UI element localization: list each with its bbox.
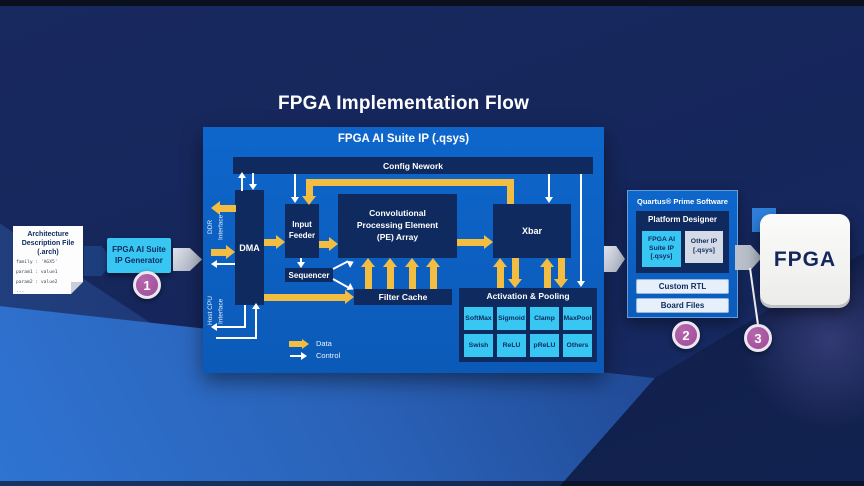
dma-block: DMA <box>235 190 264 305</box>
xbar-label: Xbar <box>521 226 542 236</box>
top-strip <box>0 0 864 6</box>
dma-label: DMA <box>239 242 260 253</box>
data-arrow-icon <box>289 341 302 347</box>
step-badge-1: 1 <box>133 271 161 299</box>
flow-arrow-icon <box>604 246 625 272</box>
activation-cell: Swish <box>464 334 493 357</box>
flow-arrow-icon <box>173 248 202 271</box>
activation-pooling-grid: SoftMax Sigmoid Clamp MaxPool Swish ReLU… <box>464 307 592 357</box>
sequencer-label: Sequencer <box>288 270 330 280</box>
tile-label: Suite IP <box>649 244 674 252</box>
filter-cache-block: Filter Cache <box>354 289 452 305</box>
activation-pooling-block: Activation & Pooling SoftMax Sigmoid Cla… <box>459 288 597 362</box>
legend-data-label: Data <box>316 339 332 348</box>
card-title-line: Architecture <box>27 231 69 238</box>
card-code-line: family : 'AGX5' <box>16 260 58 266</box>
flow-arrow-icon <box>735 245 762 270</box>
tile-label: FPGA AI <box>647 235 676 243</box>
host-cpu-interface-label: Host CPU Interface <box>207 296 225 326</box>
step-number: 2 <box>682 327 690 343</box>
step-badge-2: 2 <box>672 321 700 349</box>
step-number: 1 <box>143 277 151 293</box>
tile-label: [.qsys] <box>650 253 673 261</box>
tile-label: [.qsys] <box>693 247 715 254</box>
input-feeder-block: Input Feeder <box>285 204 319 258</box>
platform-designer-label: Platform Designer <box>648 215 717 224</box>
board-files-bar: Board Files <box>636 298 729 313</box>
legend-control-label: Control <box>316 351 341 360</box>
card-code-line: param2 : value2 <box>16 279 58 285</box>
suite-ip-header: FPGA AI Suite IP (.qsys) <box>337 133 470 145</box>
config-network-bar: Config Nework <box>233 157 593 174</box>
page-title: FPGA Implementation Flow <box>277 93 530 114</box>
card-code-line: ... <box>16 289 25 295</box>
activation-cell: ReLU <box>497 334 526 357</box>
card-code-line: param1 : value1 <box>16 269 58 275</box>
architecture-description-card: Architecture Description File (.arch) fa… <box>13 226 83 294</box>
bottom-strip <box>0 481 864 486</box>
other-ip-tile: Other IP [.qsys] <box>685 231 723 263</box>
activation-cell: Sigmoid <box>497 307 526 330</box>
activation-cell: MaxPool <box>563 307 592 330</box>
board-files-label: Board Files <box>660 301 705 310</box>
activation-cell: pReLU <box>530 334 559 357</box>
card-title-line: Description File <box>21 240 75 248</box>
custom-rtl-bar: Custom RTL <box>636 279 729 294</box>
platform-designer-box: Platform Designer FPGA AI Suite IP [.qsy… <box>636 211 729 273</box>
pe-array-label: (PE) Array <box>376 231 419 242</box>
pe-array-label: Convolutional <box>369 208 426 219</box>
activation-pooling-header: Activation & Pooling <box>486 291 570 301</box>
fpga-ai-suite-ip-tile: FPGA AI Suite IP [.qsys] <box>642 231 681 267</box>
control-arrow-icon <box>290 355 302 357</box>
fpga-chip-label: FPGA <box>773 247 837 271</box>
pe-array-label: Processing Element <box>356 220 439 231</box>
activation-cell: SoftMax <box>464 307 493 330</box>
pe-array-block: Convolutional Processing Element (PE) Ar… <box>338 194 457 258</box>
filter-cache-label: Filter Cache <box>378 292 428 302</box>
data-arrow-icon <box>302 339 309 349</box>
tile-label: Other IP <box>690 238 718 246</box>
step-number: 3 <box>754 330 762 346</box>
config-network-label: Config Nework <box>383 160 443 171</box>
control-arrow-icon <box>301 352 307 360</box>
sequencer-block: Sequencer <box>285 268 333 282</box>
custom-rtl-label: Custom RTL <box>658 282 707 291</box>
input-feeder-label: Input Feeder <box>288 220 316 240</box>
ip-generator-box: FPGA AI Suite IP Generator <box>107 238 171 273</box>
activation-cell: Others <box>563 334 592 357</box>
xbar-block: Xbar <box>493 204 571 258</box>
card-title-line: (.arch) <box>37 249 59 257</box>
quartus-header: Quartus® Prime Software <box>637 197 728 206</box>
fpga-chip: FPGA <box>760 214 850 305</box>
step-badge-3: 3 <box>744 324 772 352</box>
activation-cell: Clamp <box>530 307 559 330</box>
ip-generator-label: FPGA AI Suite IP Generator <box>112 245 166 265</box>
